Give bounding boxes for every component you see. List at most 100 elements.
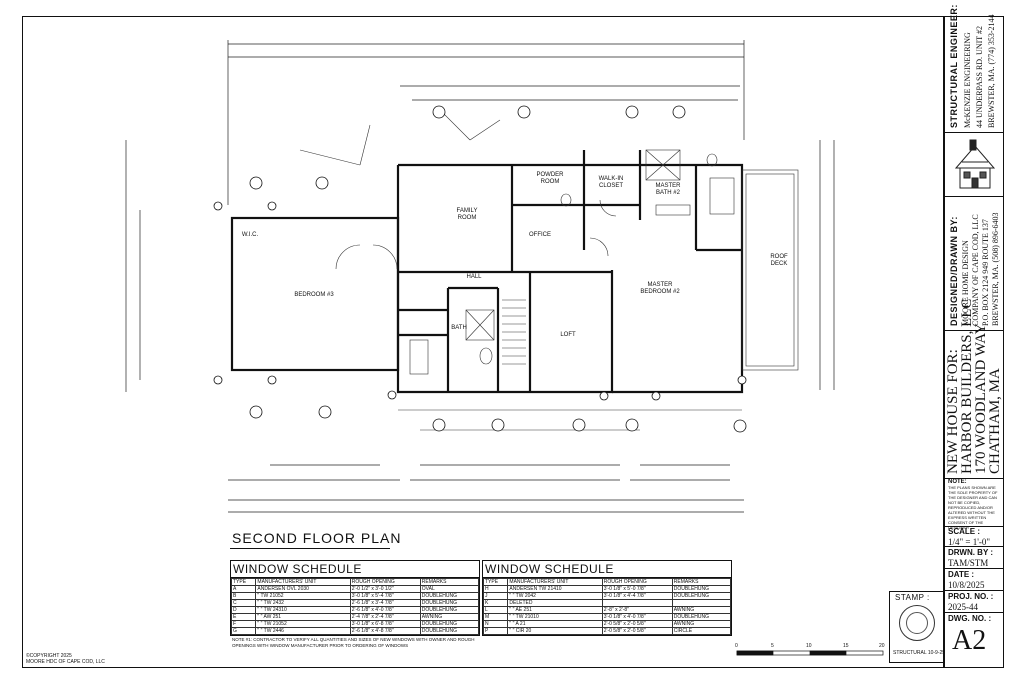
- date-value: 10/8/2025: [948, 580, 985, 590]
- drawing-border: [22, 16, 944, 668]
- cell: F: [230, 620, 257, 628]
- structural-engineer-label: STRUCTURAL ENGINEER:: [949, 4, 959, 128]
- drawn-by-value: TAM/STM: [948, 558, 989, 568]
- project-number-label: PROJ. NO. :: [948, 592, 994, 601]
- scale-value: 1/4" = 1'-0": [948, 537, 991, 547]
- contractor-note: NOTE #1: CONTRACTOR TO VERIFY ALL QUANTI…: [232, 637, 475, 648]
- cell: 2'-6 1/8" x 3'-4 7/8": [349, 599, 421, 607]
- title-block-note: NOTE: THE PLANS SHOWN ARE THE SOLE PROPE…: [948, 479, 1004, 530]
- cell: L: [482, 606, 509, 614]
- cell: " " CIR 20: [507, 627, 603, 635]
- scale-bar-labels: 0 5 10 15 20: [733, 643, 893, 651]
- tb-divider-7: [944, 568, 1004, 569]
- cell: 3'-0 1/8" x 6'-8 7/8": [349, 620, 421, 628]
- cell: 2'-6 1/8" x 4'-8 7/8": [349, 627, 421, 635]
- cell: " " AE 251: [507, 606, 603, 614]
- cell: E: [230, 613, 257, 621]
- cell: DOUBLEHUNG: [419, 599, 480, 607]
- cell: DOUBLEHUNG: [671, 585, 732, 593]
- scale-cell: SCALE : 1/4" = 1'-0": [948, 527, 1004, 547]
- copyright: ©COPYRIGHT 2025 MOORE HDC OF CAPE COD, L…: [26, 653, 105, 665]
- cell: DOUBLEHUNG: [419, 606, 480, 614]
- table-header-row: TYPE MANUFACTURERS' UNIT ROUGH OPENING R…: [230, 578, 480, 586]
- room-label-office: OFFICE: [529, 232, 551, 238]
- cell: ANDERSEN OVL 2030: [255, 585, 351, 593]
- stamp-label: STAMP :: [895, 593, 930, 602]
- scale-tick-0: 0: [735, 643, 738, 649]
- tb-divider-2: [944, 196, 1004, 197]
- plan-title: SECOND FLOOR PLAN: [232, 530, 402, 546]
- cell: AWNING: [671, 620, 732, 628]
- schedule-left-table: TYPE MANUFACTURERS' UNIT ROUGH OPENING R…: [230, 578, 480, 635]
- cell: [671, 599, 732, 607]
- cell: H: [482, 585, 509, 593]
- scale-tick-10: 10: [806, 643, 812, 649]
- cell: " " TW 2432: [255, 599, 351, 607]
- table-header-row: TYPE MANUFACTURERS' UNIT ROUGH OPENING R…: [482, 578, 732, 586]
- project-line-3: CHATHAM, MA: [987, 368, 1003, 474]
- tb-divider-9: [944, 612, 1004, 613]
- cell: " " TW 21010: [507, 613, 603, 621]
- copyright-line-1: ©COPYRIGHT 2025: [26, 653, 72, 659]
- cell: J: [482, 592, 509, 600]
- cell: DELETED: [507, 599, 603, 607]
- copyright-line-2: MOORE HDC OF CAPE COD, LLC: [26, 659, 105, 665]
- cell: C: [230, 599, 257, 607]
- cell: ANDERSEN TW 21410: [507, 585, 603, 593]
- room-label-bath: BATH: [451, 325, 467, 331]
- cell: G: [230, 627, 257, 635]
- cell: B: [230, 592, 257, 600]
- header-unit: MANUFACTURERS' UNIT: [255, 578, 351, 586]
- schedule-right-title: WINDOW SCHEDULE: [483, 561, 731, 578]
- cell: [601, 599, 673, 607]
- header-remarks: REMARKS: [671, 578, 732, 586]
- project-number-value: 2025-44: [948, 602, 978, 612]
- engineer-line-2: 44 UNDERPASS RD. UNIT #2: [975, 25, 984, 128]
- plan-title-underline: [230, 548, 390, 549]
- designed-by-label: DESIGNED/DRAWN BY:: [949, 216, 959, 326]
- title-block: [944, 16, 1004, 668]
- schedule-right-table: TYPE MANUFACTURERS' UNIT ROUGH OPENING R…: [482, 578, 732, 635]
- header-unit: MANUFACTURERS' UNIT: [507, 578, 603, 586]
- cell: 3'-0 1/8" x 4'-4 7/8": [601, 592, 673, 600]
- room-label-bedroom-3: BEDROOM #3: [294, 292, 334, 298]
- scale-label: SCALE :: [948, 527, 980, 536]
- house-logo-icon: [954, 139, 996, 189]
- cell: " " AW 251: [255, 613, 351, 621]
- note-label: NOTE:: [948, 479, 967, 485]
- note-text: THE PLANS SHOWN ARE THE SOLE PROPERTY OF…: [948, 485, 998, 530]
- cell: DOUBLEHUNG: [419, 627, 480, 635]
- scale-tick-20: 20: [879, 643, 885, 649]
- cell: 3'-0 1/8" x 5'-4 7/8": [349, 592, 421, 600]
- cell: 3'-0 1/8" x 4'-0 7/8": [601, 613, 673, 621]
- floor-plan: [125, 40, 884, 656]
- cell: 2'-0 1/2" x 3'-0 1/2": [349, 585, 421, 593]
- room-label-family-room: FAMILY ROOM: [456, 208, 478, 221]
- cell: A: [230, 585, 257, 593]
- header-rough-opening: ROUGH OPENING: [349, 578, 421, 586]
- cell: 2'-0 5/8" x 2'-0 5/8": [601, 627, 673, 635]
- header-remarks: REMARKS: [419, 578, 480, 586]
- room-label-walk-in-closet: WALK-IN CLOSET: [598, 176, 624, 189]
- cell: 2'-8" x 2'-8": [601, 606, 673, 614]
- tb-divider-1: [944, 132, 1004, 133]
- cell: DOUBLEHUNG: [419, 620, 480, 628]
- cell: P: [482, 627, 509, 635]
- engineer-line-3: BREWSTER, MA. (774) 353-2144: [987, 14, 996, 128]
- room-label-hall: HALL: [466, 274, 482, 280]
- cell: K: [482, 599, 509, 607]
- cell: " " TW 24310: [255, 606, 351, 614]
- schedule-right-box: WINDOW SCHEDULE TYPE MANUFACTURERS' UNIT…: [482, 560, 732, 636]
- room-label-wic: W.I.C.: [241, 232, 259, 238]
- structural-stamp-date: STRUCTURAL 10-9-25: [893, 650, 946, 656]
- cell: 2'-4 7/8" x 2'-4 7/8": [349, 613, 421, 621]
- cell: AWNING: [419, 613, 480, 621]
- header-rough-opening: ROUGH OPENING: [601, 578, 673, 586]
